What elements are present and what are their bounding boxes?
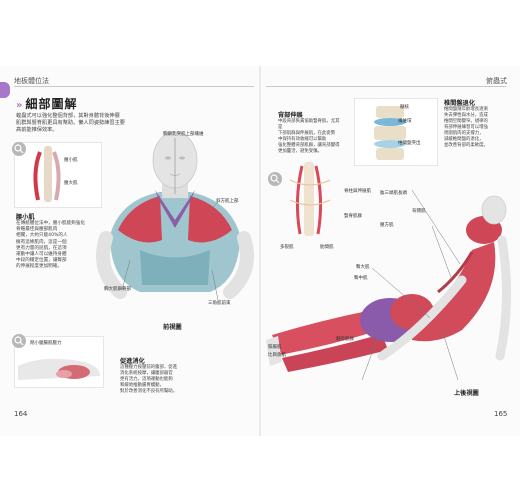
label-rib: 肋間肌 — [320, 245, 334, 250]
label-front-bottom-right: 三角肌前束 — [208, 301, 231, 306]
label-back-e: 膕旁肌群 — [336, 337, 354, 342]
digest-text: 這種壓力按壓前的腹部，促進 消化系統按摩，讓腹部器官 更有活力。這項運動也能夠 … — [120, 365, 186, 395]
header-right: 俯蟲式 — [486, 77, 507, 85]
text-line: 這種壓力按壓前的腹部，促進 — [120, 365, 178, 370]
front-view-caption: 前視圖 — [163, 324, 182, 331]
header-rule-right — [266, 86, 506, 87]
text-line: 的伸展程度更加明確。 — [16, 264, 62, 270]
text-line: 骨骼最佳與腰部肌肉 — [16, 227, 58, 233]
back-view-figure — [266, 189, 512, 381]
magnify-icon — [12, 142, 26, 156]
text-line: 對於改善消化不良有所幫助。 — [120, 389, 178, 394]
label-back-g: 比目魚肌 — [268, 353, 286, 358]
inset-label: 剛小腿腸肌壓力 — [30, 341, 62, 346]
label-back-d: 臀大肌 — [356, 265, 370, 270]
text-line: 椎間盤隨年齡增長逐漸 — [444, 107, 488, 112]
label-spine-b: 豎脊肌群 — [344, 214, 362, 219]
text-line: 運動中讓人可以維持身體 — [16, 252, 67, 258]
intro-line: 高前能推保效率。 — [16, 127, 58, 133]
magnify-icon-svg — [14, 336, 24, 346]
abdomen-figure — [18, 358, 100, 380]
header-rule-left — [14, 86, 254, 87]
intro-paragraph: 蝗蟲式可以強化整個背部，其對身體背後伸展 肌群與豎脊肌更具有幫助。懶人同姿勢練習… — [16, 113, 134, 134]
psoas-figure — [33, 146, 61, 202]
page-number-left: 164 — [14, 410, 28, 418]
section-tab — [0, 82, 10, 98]
psoas-box-text: 在傳統體位法中，腰小肌能夠強化 骨骼最佳與腰部肌肉 相關，大約只能40%的人 擁… — [16, 221, 100, 271]
psoas-box-title: 腰小肌 — [16, 214, 35, 221]
label-disc-a: 髓核 — [400, 105, 409, 110]
label-back-c: 腰方肌 — [380, 223, 394, 228]
spine-figure — [289, 162, 331, 236]
text-line: 椎間空間變窄。規律的 — [444, 119, 488, 124]
text-line: 更有力量的屈肌，在這項 — [16, 245, 67, 251]
disc-figure — [374, 106, 406, 160]
label-back-a: 肱三頭肌長頭 — [380, 191, 407, 196]
label-front-top: 胸鎖乳突肌上部纖維 — [163, 132, 204, 137]
back-view-caption: 上後視圖 — [454, 390, 479, 397]
magnify-icon-svg — [270, 174, 280, 184]
text-line: 中保持有效收縮可以幫助 — [278, 137, 327, 142]
page-number-right: 165 — [494, 410, 508, 418]
text-line: 下部肌群與伸展肌，在此姿勢 — [278, 131, 336, 136]
text-line: 更有活力。這項運動也能夠 — [120, 377, 173, 382]
label-back-f: 腓腸肌 — [268, 345, 282, 350]
disc-box-title: 椎間盤退化 — [444, 100, 475, 107]
front-view-figure — [96, 131, 254, 301]
header-left: 地板體位法 — [14, 77, 49, 85]
text-line: 擁有這條肌肉，這是一個 — [16, 239, 67, 245]
text-line: 中段的穩定位置，讓臀部 — [16, 258, 67, 264]
section-title: »細部圖解 — [16, 95, 77, 112]
label-back-h: 臀中肌 — [354, 276, 368, 281]
text-line: 相關，大約只能40%的人 — [16, 233, 68, 239]
text-line: 背部伸展練習可以增強 — [444, 125, 488, 130]
label-front-left: 胸大肌鎖骨部 — [104, 287, 131, 292]
label-disc-b: 纖維環 — [398, 119, 412, 124]
section-title-text: 細部圖解 — [25, 97, 78, 111]
text-line: 強化整體背部肌群，讓背部變得 — [278, 143, 340, 148]
magnify-icon — [268, 172, 282, 186]
magnify-icon-svg — [14, 144, 24, 154]
label-back-b: 背闊肌 — [412, 209, 426, 214]
text-line: 失去彈性與水分，造成 — [444, 113, 488, 118]
label-spine-a: 脊柱與伸展肌 — [344, 189, 371, 194]
label-spine-c: 多裂肌 — [280, 245, 294, 250]
text-line: 更加靈活，避免受傷。 — [278, 149, 322, 154]
book-spine — [259, 66, 261, 436]
back-box-text: 中段背部負責協助豎脊肌，尤其是 下部肌群與伸展肌，在此姿勢 中保持有效收縮可以幫… — [278, 119, 342, 155]
intro-line: 蝗蟲式可以強化整個背部，其對身體背後伸展 — [16, 113, 120, 119]
chevron-icon: » — [16, 100, 24, 111]
text-line: 消化系統按摩，讓腹部器官 — [120, 371, 173, 376]
text-line: 並改善背部的柔軟度。 — [444, 143, 488, 148]
label-front-right: 斜方肌上部 — [216, 199, 239, 204]
intro-line: 肌群與豎脊肌更具有幫助。懶人同姿勢練習主要 — [16, 120, 125, 126]
text-line: 在傳統體位法中，腰小肌能夠強化 — [16, 221, 85, 226]
magnify-icon — [12, 334, 26, 348]
label-psoas-major: 腰大肌 — [64, 181, 78, 186]
text-line: 中段背部負責協助豎脊肌，尤其是 — [278, 119, 340, 130]
text-line: 和緩地推動腸胃蠕動， — [120, 383, 164, 388]
label-disc-c: 椎間盤突出 — [398, 141, 421, 146]
back-box-title: 背部伸展 — [278, 112, 303, 119]
label-psoas-minor: 腰小肌 — [64, 158, 78, 163]
text-line: 周圍肌肉的支撐力， — [444, 131, 484, 136]
text-line: 減緩椎間盤的退化， — [444, 137, 484, 142]
digest-title: 促進消化 — [120, 358, 145, 365]
disc-box-text: 椎間盤隨年齡增長逐漸 失去彈性與水分，造成 椎間空間變窄。規律的 背部伸展練習可… — [444, 107, 506, 149]
